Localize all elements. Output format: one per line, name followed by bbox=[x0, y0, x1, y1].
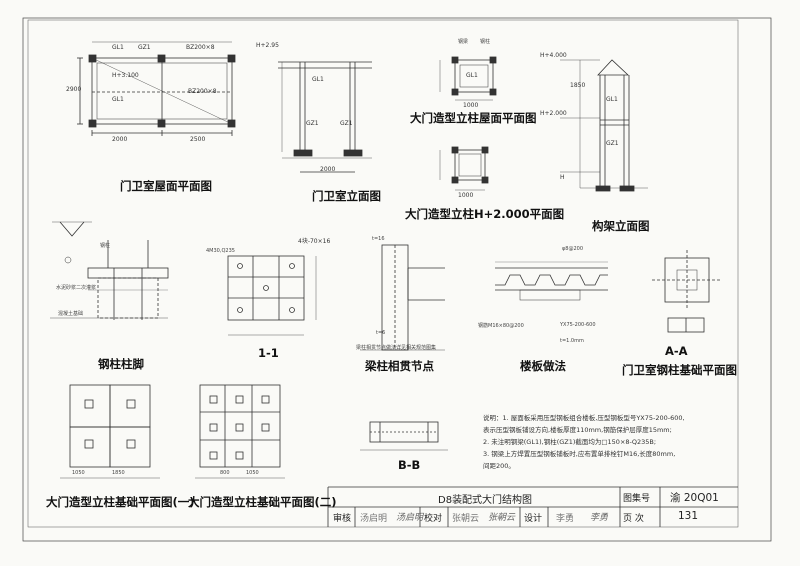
title-column-roof-plan: 大门造型立柱屋面平面图 bbox=[410, 111, 537, 125]
title-floor-detail: 楼板做法 bbox=[520, 359, 566, 373]
note-beam-joint: 梁柱相贯节点做法详见相关规范图集 bbox=[356, 345, 437, 351]
checker-signature: 张朝云 bbox=[488, 513, 516, 523]
label-gz1-b: GZ1 bbox=[306, 120, 319, 127]
label-h: H bbox=[560, 174, 565, 181]
label-bz-b: BZ200×8 bbox=[188, 88, 217, 95]
title-frame-elevation: 构架立面图 bbox=[592, 219, 650, 233]
label-gz1-d: GZ1 bbox=[606, 140, 619, 147]
label-gangzhu-a: 钢柱 bbox=[480, 39, 491, 45]
title-section-b-b: B-B bbox=[398, 458, 421, 472]
label-h295: H+2.95 bbox=[256, 42, 279, 49]
dim-1850b: 1850 bbox=[112, 470, 125, 476]
label-yx: YX75-200-600 bbox=[560, 322, 596, 328]
checker-name: 张朝云 bbox=[452, 514, 480, 524]
title-gw-roof-plan: 门卫室屋面平面图 bbox=[120, 179, 212, 193]
note-line-4: 3. 钢梁上方焊置压型钢板铺板时,应布置单排栓钉M16,长度80mm, bbox=[483, 450, 676, 458]
note-line-5: 间距200。 bbox=[483, 462, 515, 470]
atlas-label: 图集号 bbox=[623, 494, 651, 504]
designer-signature: 李勇 bbox=[590, 513, 609, 523]
label-concrete-base: 混凝土基础 bbox=[58, 311, 84, 317]
title-base-plan-1: 大门造型立柱基础平面图(一) bbox=[46, 495, 195, 509]
title-section-1-1: 1-1 bbox=[258, 346, 279, 360]
dim-1000-b: 1000 bbox=[458, 192, 474, 199]
label-gl1-a: GL1 bbox=[112, 44, 124, 51]
dim-1050: 1050 bbox=[72, 470, 85, 476]
reviewer-name: 汤启明 bbox=[360, 514, 388, 524]
drawing-title: D8装配式大门结构图 bbox=[438, 495, 533, 506]
reviewer-signature: 汤启明 bbox=[396, 513, 424, 523]
title-base-plan-2: 大门造型立柱基础平面图(二) bbox=[188, 495, 337, 509]
title-column-foot: 钢柱柱脚 bbox=[98, 357, 144, 371]
label-t1mm: t=1.0mm bbox=[560, 338, 584, 344]
dim-2900: 2900 bbox=[66, 86, 82, 93]
label-gangliang-a: 钢梁 bbox=[458, 39, 469, 45]
atlas-number: 渝 20Q01 bbox=[670, 492, 719, 504]
dim-2000-a: 2000 bbox=[112, 136, 128, 143]
label-plate: 4块-70×16 bbox=[298, 238, 331, 245]
page-label: 页 次 bbox=[623, 514, 644, 524]
title-column-h2-plan: 大门造型立柱H+2.000平面图 bbox=[405, 207, 565, 221]
title-gw-elevation: 门卫室立面图 bbox=[312, 189, 381, 203]
dim-1000-a: 1000 bbox=[463, 102, 479, 109]
label-t6: t=6 bbox=[376, 330, 386, 336]
dim-2500: 2500 bbox=[190, 136, 206, 143]
label-gl1-e: GL1 bbox=[606, 96, 618, 103]
label-gl1-c: GL1 bbox=[312, 76, 324, 83]
label-bz-a: BZ200×8 bbox=[186, 44, 215, 51]
dim-800: 800 bbox=[220, 470, 230, 476]
title-beam-joint: 梁柱相贯节点 bbox=[365, 359, 434, 373]
label-h3100: H+3.100 bbox=[112, 72, 139, 79]
title-gw-base-plan: 门卫室钢柱基础平面图 bbox=[622, 363, 737, 377]
label-h4000: H+4.000 bbox=[540, 52, 567, 59]
label-grout: 水泥砂浆二次灌浆 bbox=[56, 285, 97, 291]
dim-1050b: 1050 bbox=[246, 470, 259, 476]
dim-1850: 1850 bbox=[570, 82, 586, 89]
title-section-a-a: A-A bbox=[665, 344, 688, 358]
designer-name: 李勇 bbox=[556, 514, 575, 524]
label-rebar: 钢筋M16×80@200 bbox=[478, 323, 524, 329]
dim-2000-b: 2000 bbox=[320, 166, 336, 173]
note-line-1: 说明：1. 屋面板采用压型钢板组合楼板,压型钢板型号YX75-200-600, bbox=[483, 414, 685, 422]
label-h2000: H+2.000 bbox=[540, 110, 567, 117]
review-label: 审核 bbox=[333, 514, 352, 524]
label-t16: t=16 bbox=[372, 236, 385, 242]
label-anchor: 4M30,Q235 bbox=[206, 248, 235, 254]
note-line-3: 2. 未注明钢梁(GL1),钢柱(GZ1)截面均为□150×8-Q235B; bbox=[483, 438, 657, 446]
label-gl1-b: GL1 bbox=[112, 96, 124, 103]
label-gangzhu-b: 钢柱 bbox=[100, 243, 111, 249]
label-gz1-c: GZ1 bbox=[340, 120, 353, 127]
label-gl1-d: GL1 bbox=[466, 72, 478, 79]
note-line-2: 表示压型钢板铺设方向,楼板厚度110mm,钢筋保护层厚度15mm; bbox=[483, 426, 672, 434]
label-gz1-a: GZ1 bbox=[138, 44, 151, 51]
page-number: 131 bbox=[678, 510, 699, 522]
label-phi8: φ8@200 bbox=[562, 246, 584, 252]
check-label: 校对 bbox=[424, 514, 443, 524]
design-label: 设计 bbox=[524, 514, 543, 524]
